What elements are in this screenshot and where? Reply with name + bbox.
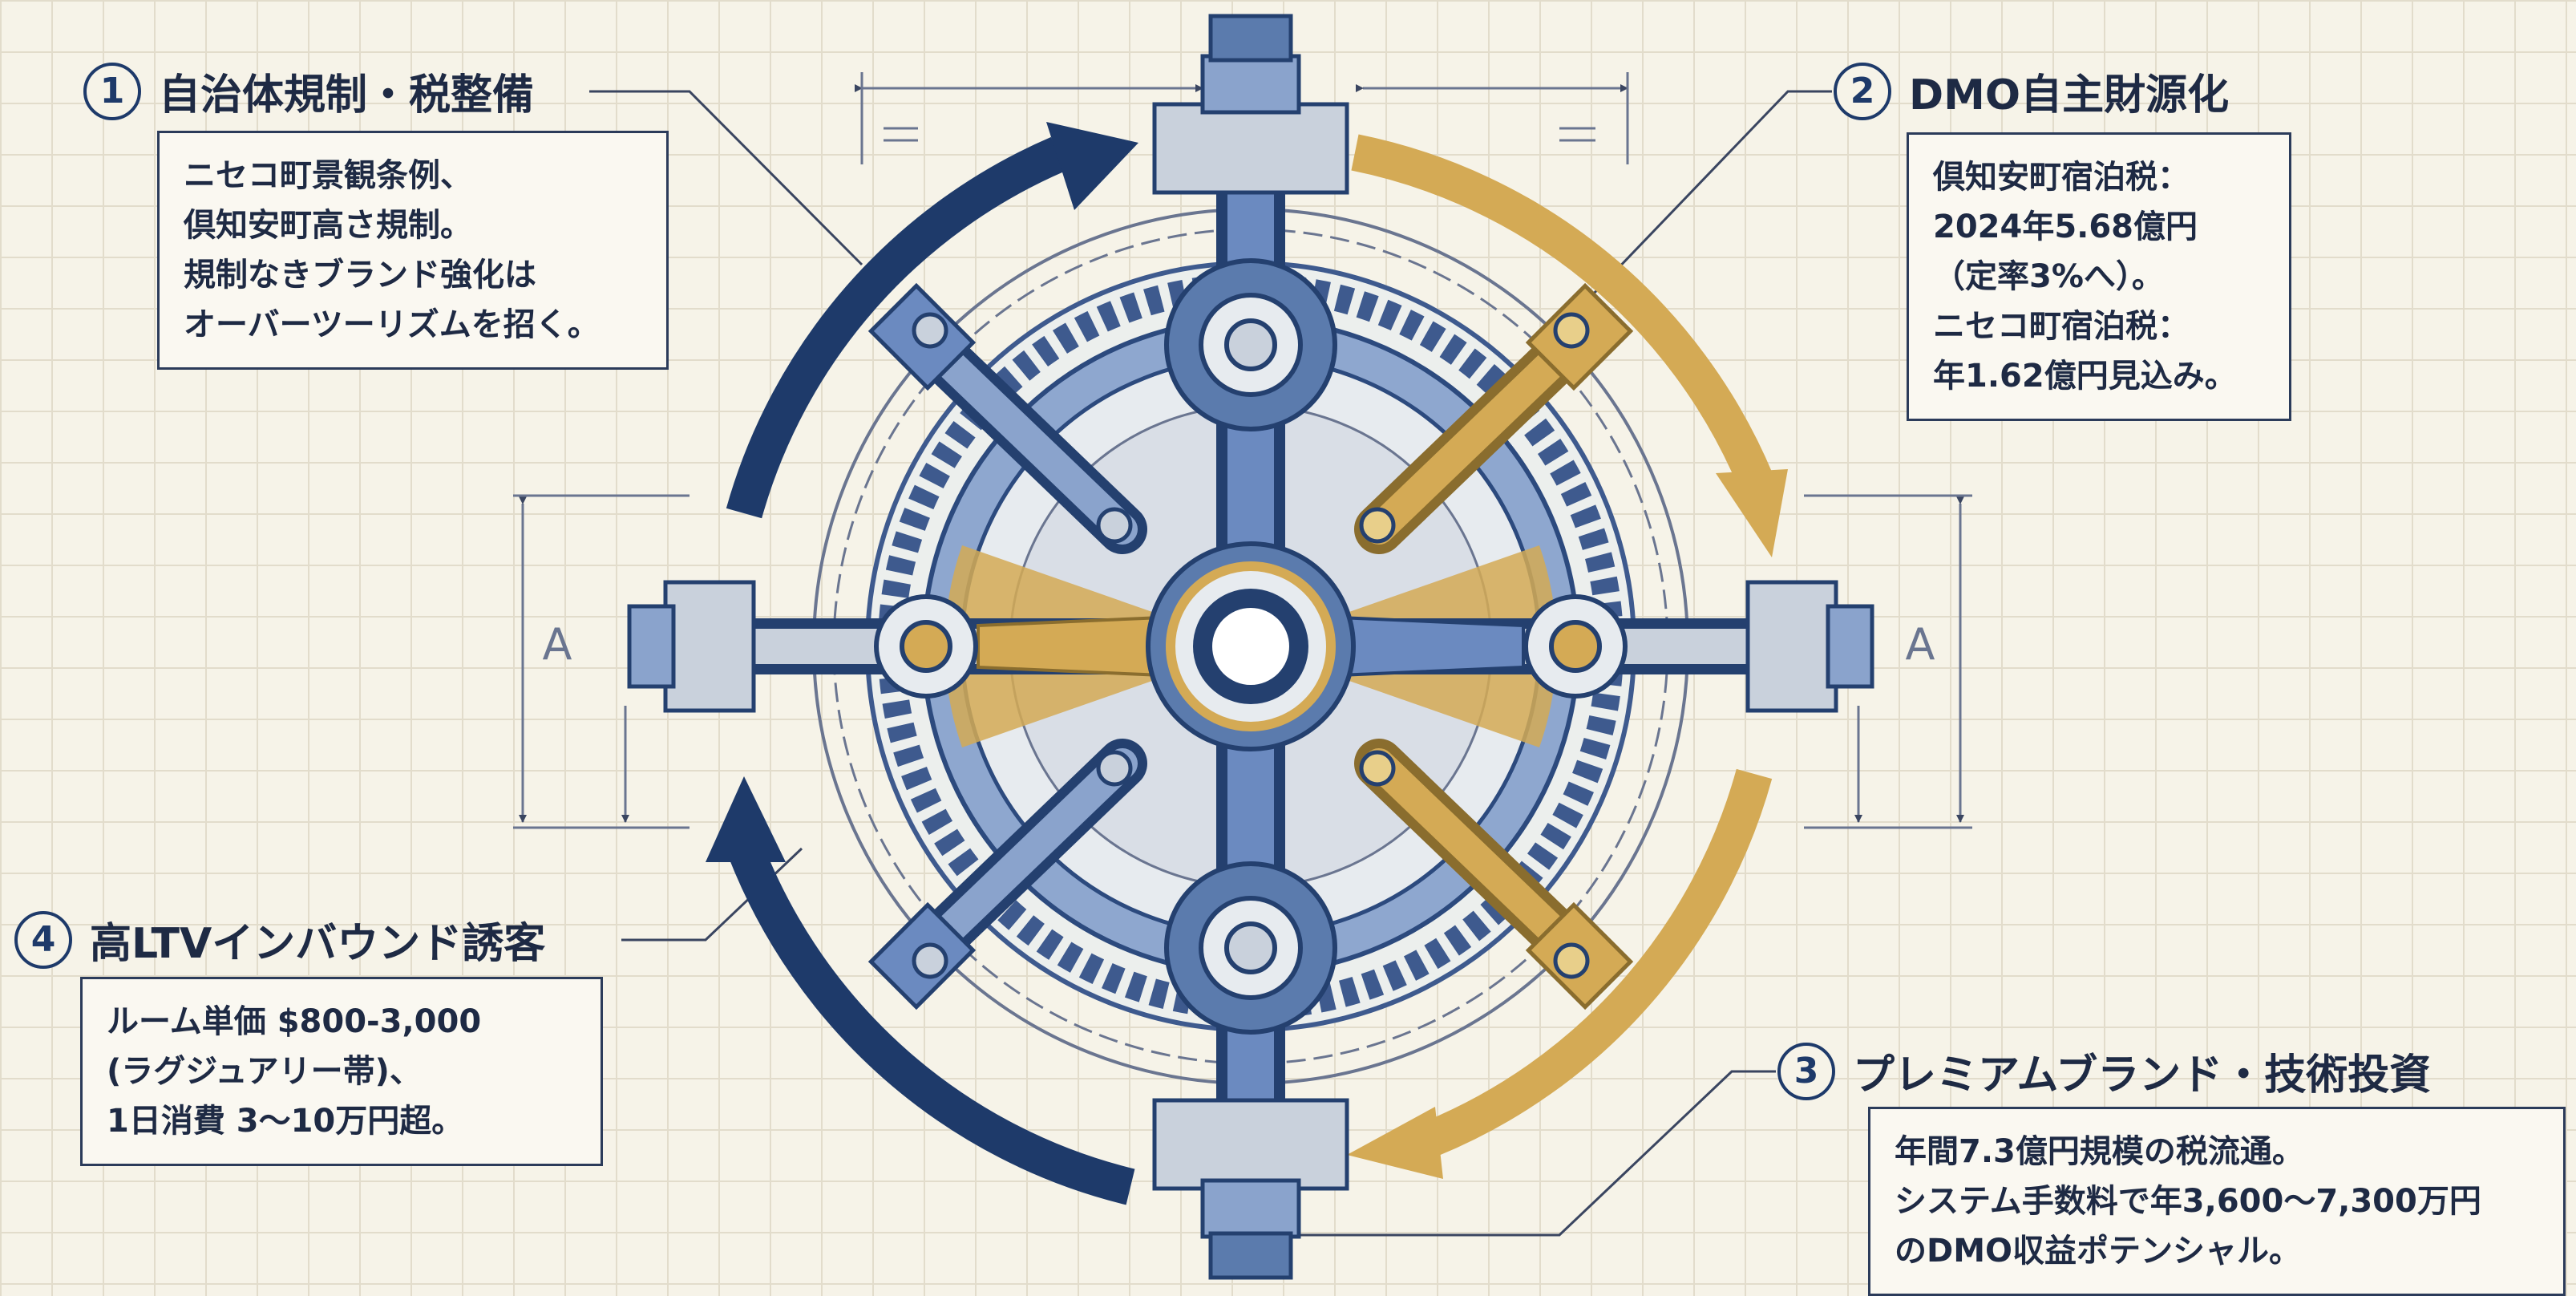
- text-box-4-line: 1日消費 3〜10万円超。: [107, 1096, 576, 1146]
- text-box-1-line: 規制なきブランド強化は: [184, 250, 642, 300]
- arrowhead-navy-left: [706, 776, 786, 862]
- arrowhead-gold-bottom: [1347, 1107, 1443, 1179]
- heading-3: 3 プレミアムブランド・技術投資: [1777, 1041, 2431, 1101]
- text-box-2-line: ニセコ町宿泊税：: [1933, 302, 2265, 351]
- dimension-mark-left: A: [543, 619, 572, 670]
- text-box-2-line: 倶知安町宿泊税：: [1933, 152, 2265, 202]
- heading-4-title: 高LTVインバウンド誘客: [90, 909, 545, 970]
- text-box-3-line: のDMO収益ポテンシャル。: [1895, 1226, 2539, 1276]
- text-box-2-line: 年1.62億円見込み。: [1933, 351, 2265, 401]
- text-box-4: ルーム単価 $800-3,000 (ラグジュアリー帯)、 1日消費 3〜10万円…: [80, 977, 603, 1166]
- text-box-3: 年間7.3億円規模の税流通。 システム手数料で年3,600〜7,300万円 のD…: [1868, 1107, 2566, 1296]
- text-box-4-line: (ラグジュアリー帯)、: [107, 1047, 576, 1096]
- heading-4: 4 高LTVインバウンド誘客: [14, 909, 545, 970]
- text-box-1-line: 倶知安町高さ規制。: [184, 200, 642, 250]
- step-number-4: 4: [14, 911, 72, 969]
- text-box-2: 倶知安町宿泊税： 2024年5.68億円 （定率3%へ）。 ニセコ町宿泊税： 年…: [1907, 132, 2291, 421]
- text-box-1-line: ニセコ町景観条例、: [184, 151, 642, 200]
- text-box-4-line: ルーム単価 $800-3,000: [107, 997, 576, 1047]
- text-box-2-line: 2024年5.68億円: [1933, 202, 2265, 252]
- heading-1: 1 自治体規制・税整備: [83, 61, 534, 121]
- heading-1-title: 自治体規制・税整備: [159, 61, 534, 121]
- heading-3-title: プレミアムブランド・技術投資: [1853, 1041, 2431, 1101]
- arrowhead-gold-right: [1716, 469, 1788, 557]
- heading-2-title: DMO自主財源化: [1909, 61, 2229, 121]
- heading-2: 2 DMO自主財源化: [1834, 61, 2229, 121]
- step-number-3: 3: [1777, 1043, 1835, 1100]
- text-box-2-line: （定率3%へ）。: [1933, 252, 2265, 302]
- text-box-1: ニセコ町景観条例、 倶知安町高さ規制。 規制なきブランド強化は オーバーツーリズ…: [157, 131, 669, 370]
- gear-mechanism-icon: [629, 16, 1872, 1278]
- text-box-1-line: オーバーツーリズムを招く。: [184, 300, 642, 350]
- text-box-3-line: 年間7.3億円規模の税流通。: [1895, 1127, 2539, 1177]
- step-number-1: 1: [83, 63, 141, 120]
- text-box-3-line: システム手数料で年3,600〜7,300万円: [1895, 1177, 2539, 1226]
- step-number-2: 2: [1834, 63, 1891, 120]
- dimension-mark-right: A: [1906, 619, 1935, 670]
